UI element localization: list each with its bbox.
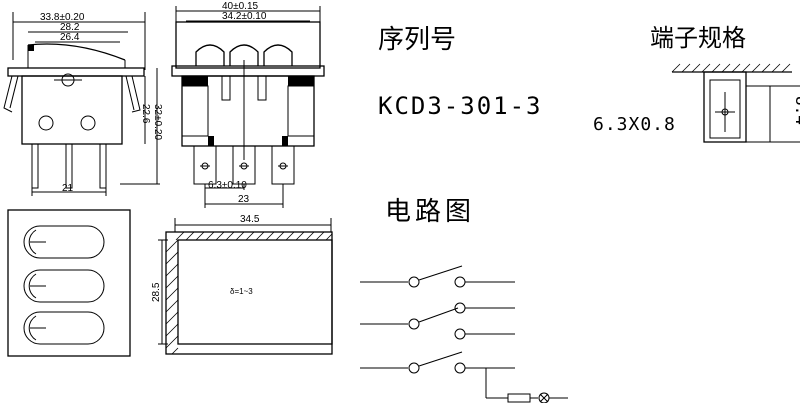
dim-width-3: 26.4 [60, 32, 80, 43]
circuit-title: 电路图 [385, 197, 475, 227]
terminal-size: 6.3X0.8 [593, 114, 676, 135]
dim-front-width-2: 34.2±0.10 [222, 11, 267, 22]
rocker-top-view [7, 209, 131, 357]
dim-cutout-height: 28.5 [151, 282, 162, 302]
terminal-title: 端子规格 [650, 24, 746, 52]
model-number: KCD3-301-3 [378, 92, 543, 120]
panel-cutout: 34.5 28.5 δ=1~3 [151, 214, 333, 355]
dim-overall-width: 33.8±0.20 [40, 12, 85, 23]
terminal-height: 8.4 [792, 96, 800, 125]
dim-front-width: 40±0.15 [222, 1, 259, 12]
dim-terminal-pitch: 6.3±0.10 [208, 180, 247, 191]
dim-cutout-width: 34.5 [240, 214, 260, 225]
dim-height-1: 22.6 [140, 104, 151, 124]
thickness-note: δ=1~3 [230, 287, 253, 296]
dim-body-width: 21 [62, 183, 74, 194]
circuit-diagram [360, 265, 568, 403]
front-view: 40±0.15 34.2±0.10 6.3±0.10 [171, 1, 325, 208]
model-title: 序列号 [378, 25, 456, 55]
terminal-spec: 8.4 6.3X0.8 [593, 63, 800, 143]
dim-width-2: 28.2 [60, 22, 80, 33]
side-view: 33.8±0.20 28.2 26.4 21 22.6 [3, 12, 163, 196]
dim-terminal-span: 23 [238, 194, 250, 205]
dim-height-2: 32±0.20 [152, 104, 163, 141]
